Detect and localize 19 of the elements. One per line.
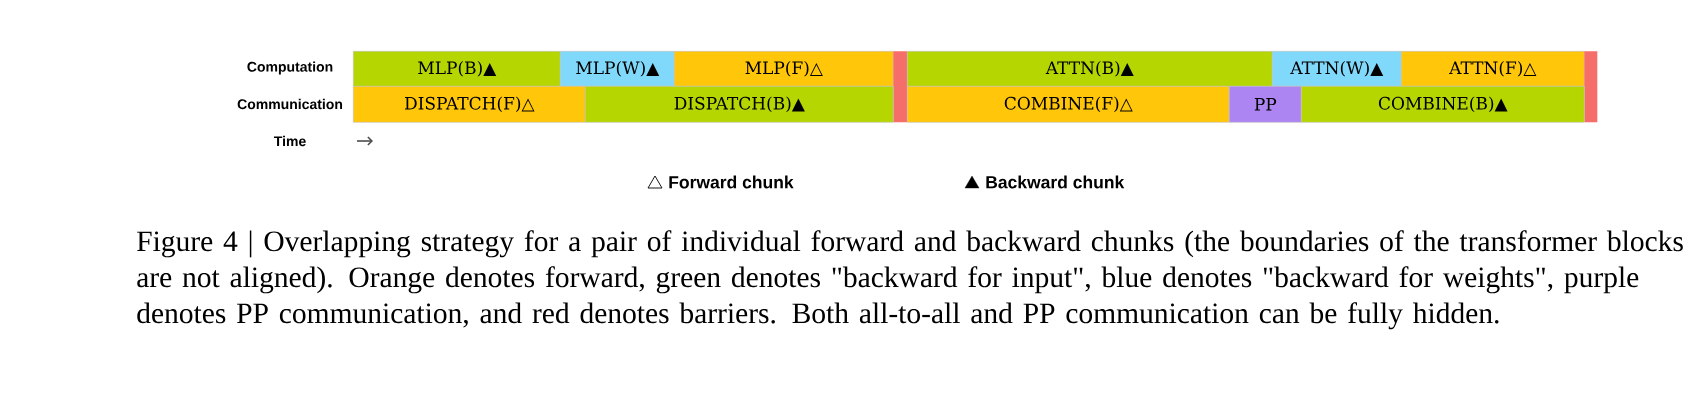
process-box: MLP(F)△	[674, 51, 894, 87]
row-label: Time	[273, 135, 306, 147]
caption: Figure 4 | Overlapping strategy for a pair of individual forward and backward chunks (the boundaries of the transformer blocks are not aligned). Orange denotes forward, green denotes "backward for input", blue denotes "backward for weights", purple denotes PP communication, and red denotes barriers. Both all-to-all and PP communication can be fully hidden.	[137, 230, 1683, 330]
process-box: PP	[1229, 86, 1302, 123]
process-box: COMBINE(B)▲	[1301, 86, 1585, 123]
process-box: ATTN(F)△	[1401, 51, 1585, 87]
barrier-bar	[1584, 51, 1598, 123]
row-label: Communication	[237, 98, 343, 110]
process-box: MLP(W)▲	[560, 51, 675, 87]
process-box: DISPATCH(F)△	[353, 86, 586, 123]
process-box: ATTN(W)▲	[1272, 51, 1402, 87]
process-box: ATTN(B)▲	[907, 51, 1273, 87]
row-label: Computation	[247, 61, 333, 75]
process-box: COMBINE(F)△	[907, 86, 1230, 123]
legend-text: Backward chunk	[986, 175, 1125, 189]
process-box: MLP(B)▲	[353, 51, 561, 87]
process-box: DISPATCH(B)▲	[585, 86, 894, 123]
legend-text: Forward chunk	[669, 175, 794, 189]
barrier-bar	[893, 51, 908, 123]
